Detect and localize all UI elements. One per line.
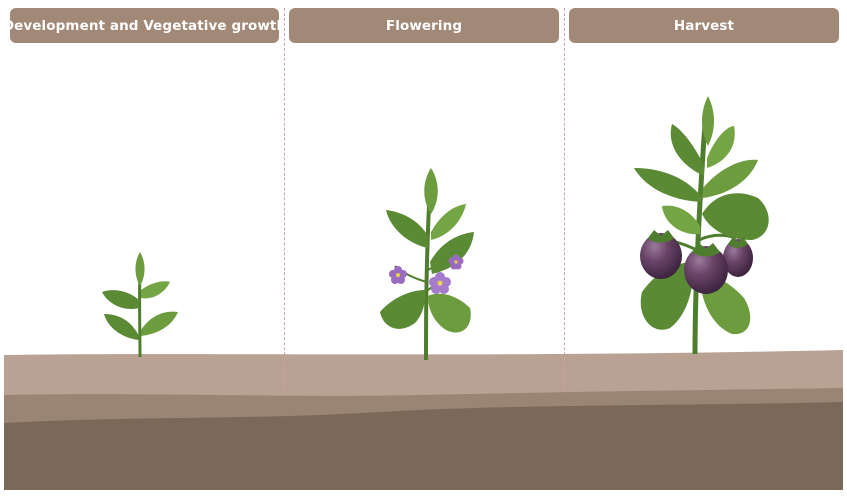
leaf [430,232,474,274]
flower-icon [389,266,407,284]
eggplant-fruit [684,246,728,294]
stage-header-flowering: Flowering [289,8,559,43]
seedling-illustration [102,252,178,358]
leaf [135,252,145,286]
leaf [428,293,471,333]
leaf [702,96,714,146]
eggplant-plant-illustration [634,96,769,355]
stage-divider [284,8,285,390]
leaf [702,193,769,240]
stage-header-harvest: Harvest [569,8,839,43]
leaf [670,124,704,176]
leaf [380,290,426,329]
leaf [141,311,178,336]
stage-header-development: Development and Vegetative growth [10,8,279,43]
leaf [104,314,139,340]
eggplant-fruit [640,233,682,279]
leaf [386,210,428,248]
stage-divider [564,8,565,390]
soil-deep-layer [4,402,843,490]
leaf [634,168,701,202]
leaf [640,262,694,330]
eggplant-fruit [723,239,753,277]
stage-header-label: Development and Vegetative growth [10,17,279,34]
flowering-plant-illustration [380,168,474,361]
stage-header-label: Flowering [385,17,463,34]
leaf [431,204,466,240]
leaf [707,126,735,168]
leaf [703,159,758,198]
flower-icon [448,254,464,270]
leaf [424,168,438,214]
leaf [662,205,700,235]
flower-icon [429,272,451,294]
leaf [141,281,170,299]
stage-header-label: Harvest [673,17,735,34]
leaf [102,290,139,310]
